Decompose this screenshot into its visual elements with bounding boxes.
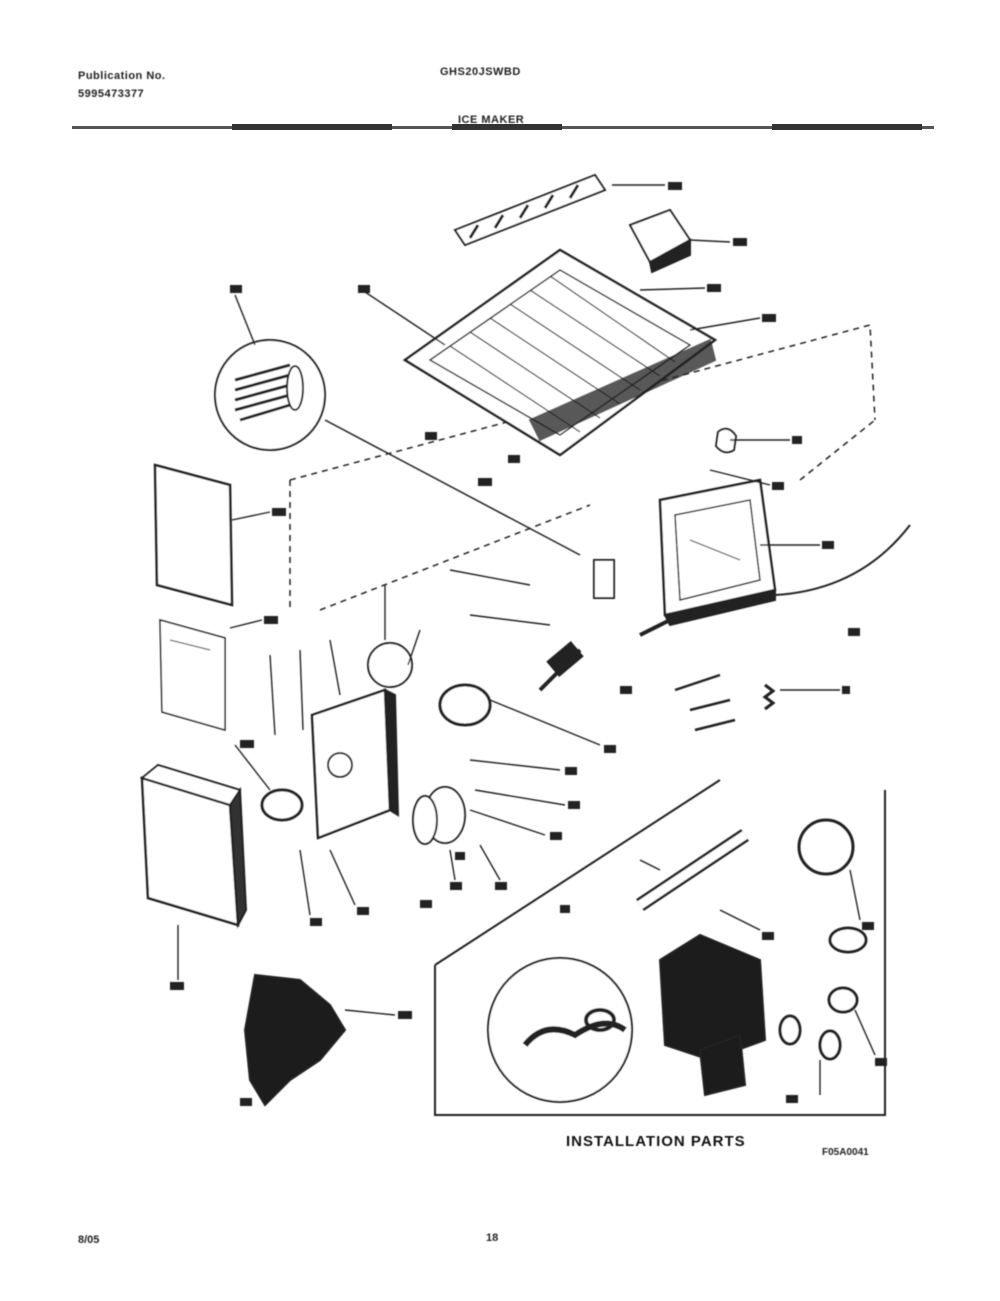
ice-mold-part xyxy=(402,248,718,457)
publication-label: Publication No. xyxy=(78,70,166,82)
nut-part xyxy=(778,926,868,1061)
footer-date-code: 8/05 xyxy=(78,1234,100,1246)
water-tube-part xyxy=(636,829,749,911)
cap-part xyxy=(714,427,738,454)
page-number: 18 xyxy=(486,1232,499,1244)
motor-housing-part xyxy=(658,478,777,627)
shield-panel xyxy=(159,619,226,731)
detail-circle-heater xyxy=(214,339,326,451)
tube-coil-part xyxy=(797,818,855,876)
spring-part xyxy=(762,683,776,711)
icemaker-dashed-outline xyxy=(289,324,876,611)
model-number: GHS20JSWBD xyxy=(440,66,521,78)
control-module-part xyxy=(310,688,400,840)
switch-part xyxy=(593,559,615,599)
callout-leaders xyxy=(177,184,876,1095)
wire-harness-part xyxy=(243,973,347,1107)
front-cover-part xyxy=(139,763,248,929)
clip-part xyxy=(674,673,736,732)
water-valve-part xyxy=(658,933,767,1097)
publication-number: 5995473377 xyxy=(78,88,145,100)
callout-markers xyxy=(170,182,887,1106)
section-title: ICE MAKER xyxy=(458,114,525,126)
cam-part xyxy=(260,788,304,822)
ejector-part xyxy=(453,173,607,247)
cover-panel xyxy=(153,463,234,607)
installation-parts-label: INSTALLATION PARTS xyxy=(566,1133,746,1150)
drive-gear-part xyxy=(438,683,492,727)
header-rule xyxy=(72,124,934,130)
gear-part xyxy=(367,642,413,688)
figure-code: F05A0041 xyxy=(822,1147,869,1158)
installation-parts-region xyxy=(434,779,886,1116)
